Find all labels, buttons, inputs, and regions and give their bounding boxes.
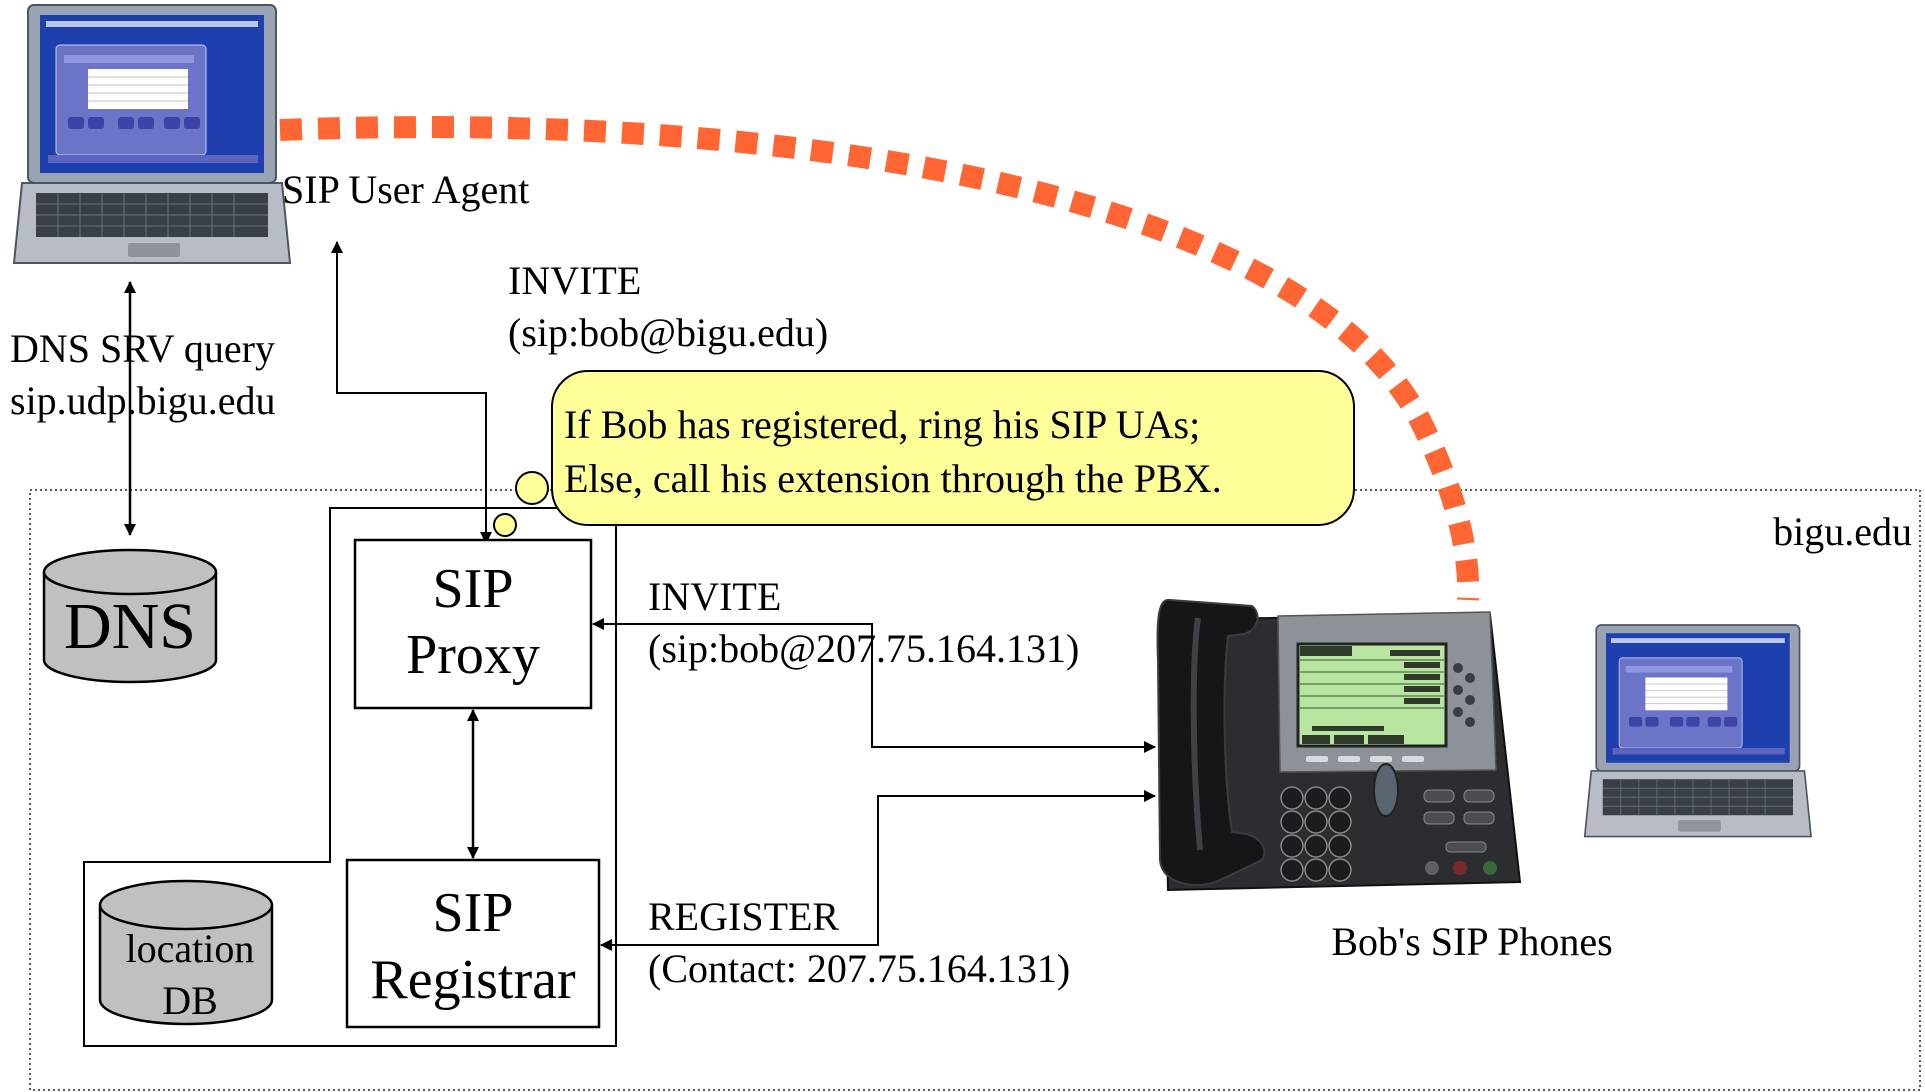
invite-top-line1: INVITE (508, 258, 641, 303)
proxy-to-ua-arrow (331, 241, 492, 544)
sip-proxy-label-line1: SIP (433, 558, 514, 620)
laptop-icon (12, 4, 292, 264)
callout-box (551, 370, 1355, 526)
sip-proxy-box (353, 538, 593, 710)
sip-user-agent-label: SIP User Agent (282, 167, 529, 212)
laptop-icon (1583, 624, 1812, 838)
invite-to-phone-arrow (592, 618, 1156, 753)
callout-line2: Else, call his extension through the PBX… (564, 456, 1222, 501)
sip-registrar-label-line2: Registrar (370, 949, 576, 1011)
ip-phone-icon (1156, 598, 1522, 892)
phones-caption: Bob's SIP Phones (1331, 919, 1612, 964)
register-arrow (600, 790, 1156, 951)
sip-proxy-label-line2: Proxy (406, 624, 540, 686)
invite-mid-line1: INVITE (648, 574, 781, 619)
location-db-label-line2: DB (162, 978, 218, 1023)
callout-bubble-mid (515, 471, 549, 505)
invite-mid-line2: (sip:bob@207.75.164.131) (648, 626, 1079, 671)
sip-registrar-label-line1: SIP (433, 882, 514, 944)
dns-query-label-line1: DNS SRV query (10, 326, 275, 371)
register-line2: (Contact: 207.75.164.131) (648, 946, 1070, 991)
sip-registrar-box (345, 858, 601, 1029)
domain-label: bigu.edu (1773, 509, 1912, 554)
location-db-label-line1: location (126, 926, 255, 971)
callout-line1: If Bob has registered, ring his SIP UAs; (564, 402, 1200, 447)
dns-database-label: DNS (64, 590, 196, 663)
dns-query-label-line2: sip.udp.bigu.edu (10, 378, 276, 423)
location-database-icon (98, 879, 274, 1026)
callout-bubble-small (493, 513, 517, 537)
register-line1: REGISTER (648, 894, 839, 939)
invite-top-line2: (sip:bob@bigu.edu) (508, 310, 828, 355)
dns-database-icon (42, 548, 218, 684)
